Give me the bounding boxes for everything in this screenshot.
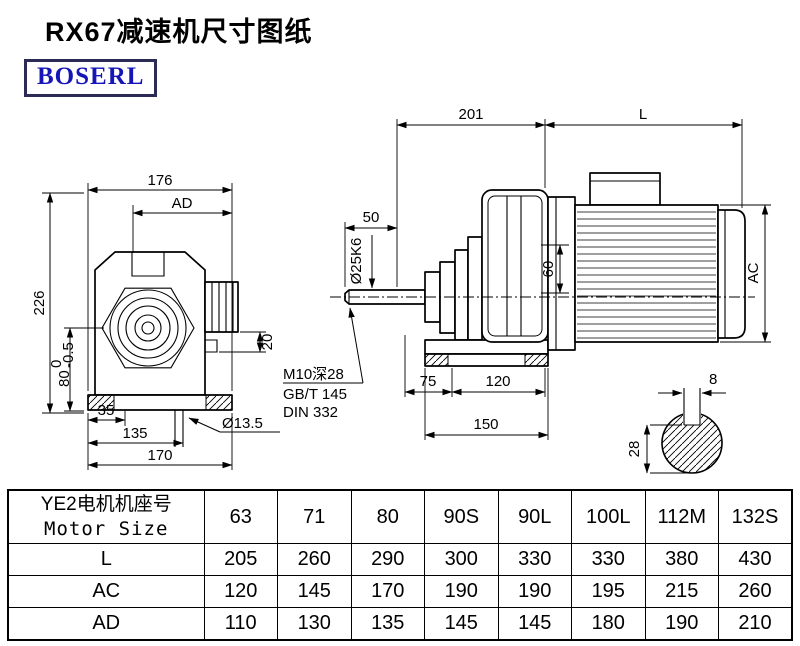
dim-label-176: 176: [147, 172, 172, 189]
dim-value-cell: 190: [424, 575, 499, 608]
front-view-drawing: 176 AD 226 80 0 -0.5 20 35 135 170 Ø13.5: [31, 172, 280, 470]
dim-value-cell: 215: [644, 575, 719, 608]
side-view-part: [330, 172, 755, 367]
motor-size-col-header: 80: [350, 489, 425, 544]
table-row-AC: AC 120 145 170 190 190 195 215 260: [7, 575, 793, 608]
dim-value-cell: 190: [644, 607, 719, 641]
dim-label-20: 20: [259, 334, 276, 351]
note-standard-din: DIN 332: [283, 404, 338, 421]
side-view-dimensions: 201 L 50 Ø25K6 60 AC M10深28 GB/T 145 DIN…: [283, 106, 771, 440]
dim-value-cell: 110: [203, 607, 278, 641]
dim-label-201: 201: [458, 106, 483, 123]
shaft-section-dimensions: 8 28: [626, 371, 726, 474]
dim-value-cell: 145: [424, 607, 499, 641]
front-view-part: [87, 251, 239, 447]
dim-label-50: 50: [363, 209, 380, 226]
dim-label-motor-length: L: [639, 106, 647, 123]
brand-text: BOSERL: [37, 63, 145, 90]
motor-size-col-header: 100L: [571, 489, 646, 544]
dim-label-key-width: 8: [709, 371, 717, 388]
motor-size-col-header: 132S: [718, 489, 793, 544]
motor-size-col-header: 90S: [424, 489, 499, 544]
dim-value-cell: 135: [350, 607, 425, 641]
dim-value-cell: 380: [644, 543, 719, 576]
dim-label-120: 120: [485, 373, 510, 390]
motor-size-table: YE2电机机座号 Motor Size 63 71 80 90S 90L 100…: [7, 489, 793, 641]
dim-label-170: 170: [147, 447, 172, 464]
dim-value-cell: 290: [350, 543, 425, 576]
dim-row-label: AC: [7, 575, 205, 608]
dim-value-cell: 430: [718, 543, 793, 576]
dim-label-motor-height: AC: [745, 262, 762, 283]
svg-text:80: 80: [56, 370, 73, 387]
dim-value-cell: 190: [497, 575, 572, 608]
dim-value-cell: 300: [424, 543, 499, 576]
dim-row-label: L: [7, 543, 205, 576]
svg-text:0: 0: [48, 360, 65, 368]
dim-value-cell: 180: [571, 607, 646, 641]
shaft-section-part: [661, 388, 723, 474]
shaft-section-detail: 8 28: [626, 371, 726, 474]
dim-label-35: 35: [98, 402, 115, 419]
table-row-L: L 205 260 290 300 330 330 380 430: [7, 543, 793, 576]
svg-text:-0.5: -0.5: [60, 342, 77, 368]
dim-value-cell: 170: [350, 575, 425, 608]
motor-size-col-header: 90L: [497, 489, 572, 544]
motor-size-col-header: 71: [277, 489, 352, 544]
table-header-row: YE2电机机座号 Motor Size 63 71 80 90S 90L 100…: [7, 489, 793, 544]
dim-value-cell: 130: [277, 607, 352, 641]
dim-label-28: 28: [626, 441, 643, 458]
table-header-label: YE2电机机座号 Motor Size: [7, 489, 205, 544]
dim-value-cell: 195: [571, 575, 646, 608]
motor-size-col-header: 63: [203, 489, 278, 544]
dim-label-60: 60: [540, 261, 557, 278]
brand-logo: BOSERL: [24, 59, 158, 97]
dim-value-cell: 145: [277, 575, 352, 608]
dim-label-foot-hole: Ø13.5: [222, 415, 263, 432]
dim-label-shaft-diameter: Ø25K6: [348, 238, 365, 285]
dim-label-135: 135: [122, 425, 147, 442]
note-standard-gbt: GB/T 145: [283, 386, 347, 403]
dim-value-cell: 205: [203, 543, 278, 576]
dim-value-cell: 260: [277, 543, 352, 576]
dim-value-cell: 210: [718, 607, 793, 641]
dim-label-150: 150: [473, 416, 498, 433]
motor-size-col-header: 112M: [644, 489, 719, 544]
dim-label-226: 226: [31, 290, 48, 315]
note-tapped-hole: M10深28: [283, 366, 344, 383]
table-header-label-en: Motor Size: [44, 518, 169, 540]
side-view-drawing: 201 L 50 Ø25K6 60 AC M10深28 GB/T 145 DIN…: [283, 106, 771, 440]
dim-value-cell: 330: [571, 543, 646, 576]
dim-label-75: 75: [420, 373, 437, 390]
dim-label-80-with-tolerance: 80 0 -0.5: [48, 342, 77, 387]
page-title: RX67减速机尺寸图纸: [45, 17, 313, 47]
table-header-label-cn: YE2电机机座号: [40, 494, 172, 515]
dim-value-cell: 330: [497, 543, 572, 576]
front-view-dimensions: 176 AD 226 80 0 -0.5 20 35 135 170 Ø13.5: [31, 172, 280, 470]
dim-row-label: AD: [7, 607, 205, 641]
dim-value-cell: 145: [497, 607, 572, 641]
table-row-AD: AD 110 130 135 145 145 180 190 210: [7, 607, 793, 641]
dim-value-cell: 120: [203, 575, 278, 608]
dim-value-cell: 260: [718, 575, 793, 608]
dim-label-ad: AD: [172, 195, 193, 212]
